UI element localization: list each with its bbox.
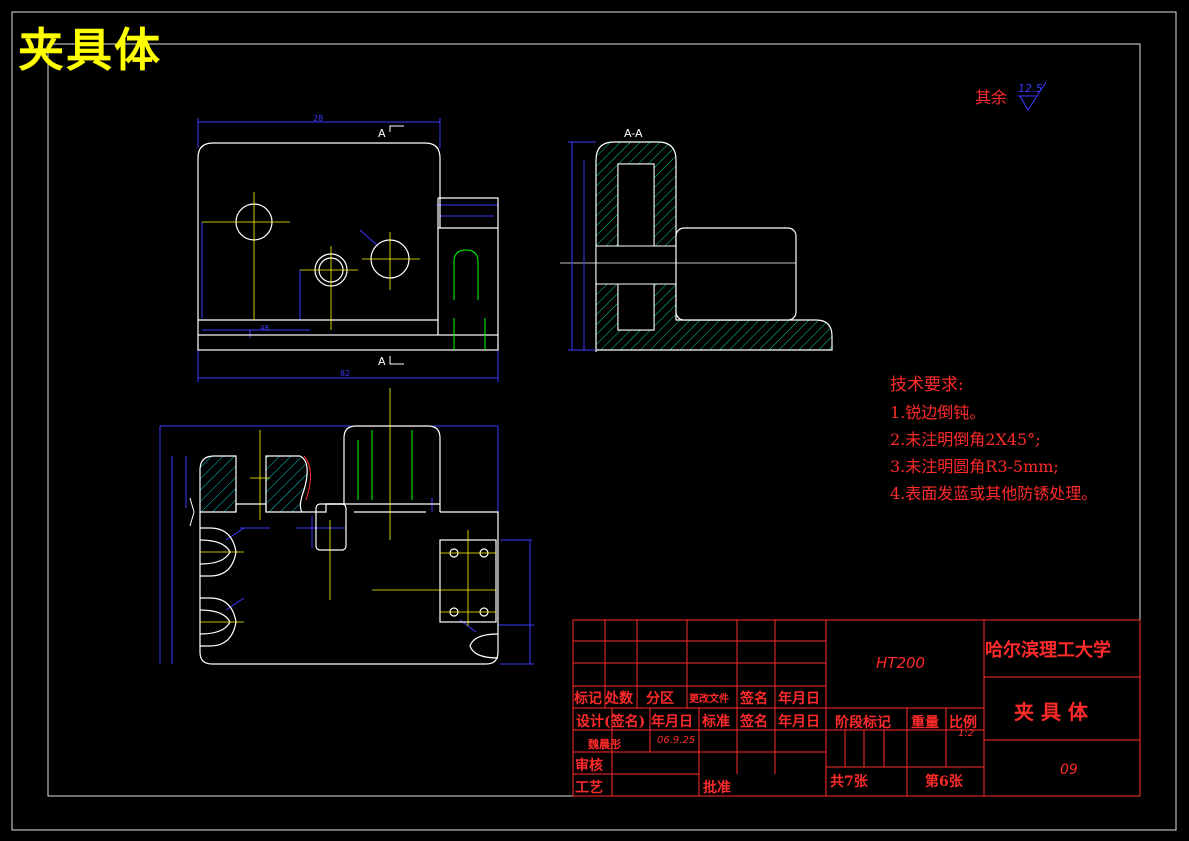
tb-nianyueri2: 年月日	[651, 714, 693, 730]
tb-biaoji: 标记	[574, 691, 602, 707]
tech-item: 4.表面发蓝或其他防锈处理。	[890, 484, 1098, 503]
dim-width-top: 28	[313, 114, 323, 123]
dim-offset: 48	[260, 324, 269, 332]
roughness-value: 12.5	[1018, 82, 1043, 95]
tech-item: 1.锐边倒钝。	[890, 403, 986, 422]
tb-biaozhun: 标准	[702, 714, 730, 730]
cut-mark-top: A	[378, 127, 386, 140]
tb-qianming: 签名	[740, 691, 768, 707]
outer-frame	[11, 11, 1177, 831]
material: HT200	[876, 654, 926, 672]
part-name: 夹 具 体	[1014, 700, 1088, 724]
tb-chushu: 处数	[605, 691, 633, 707]
tb-shenhe: 审核	[575, 758, 603, 774]
tech-requirements: 技术要求: 1.锐边倒钝。 2.未注明倒角2X45°; 3.未注明圆角R3-5m…	[890, 372, 1097, 507]
front-view	[197, 118, 499, 382]
tb-sheji: 设计(签名)	[576, 714, 646, 730]
tb-bili: 比例	[949, 715, 977, 731]
section-label: A-A	[624, 127, 643, 140]
tb-designer: 魏晨彤	[588, 738, 621, 751]
tech-item: 2.未注明倒角2X45°;	[890, 430, 1041, 449]
tech-item: 3.未注明圆角R3-5mm;	[890, 457, 1059, 476]
tb-scale: 1:2	[958, 728, 975, 739]
tb-sheet-no: 第6张	[925, 774, 963, 790]
roughness-label: 其余	[975, 88, 1008, 107]
tb-nianyueri3: 年月日	[778, 714, 820, 730]
drawing-number: 09	[1060, 762, 1078, 778]
tb-gengai: 更改文件	[689, 694, 729, 705]
tb-date: 06.9.25	[657, 735, 696, 746]
tb-total-sheets: 共7张	[830, 774, 868, 790]
top-view	[159, 388, 534, 665]
dim-width-bottom: 82	[340, 369, 350, 378]
cut-mark-bottom: A	[378, 355, 386, 368]
tb-jieduan: 阶段标记	[835, 715, 891, 731]
tb-pizhun: 批准	[703, 780, 731, 796]
tb-nianyueri: 年月日	[778, 691, 820, 707]
tb-zhongliang: 重量	[911, 715, 939, 731]
tb-fenqu: 分区	[646, 691, 674, 707]
section-view	[560, 141, 833, 352]
tb-qianming2: 签名	[740, 714, 768, 730]
title-block-grid	[572, 619, 1141, 797]
tb-gongyi: 工艺	[575, 780, 603, 796]
drawing-title: 夹具体	[18, 23, 162, 77]
roughness-symbol	[1018, 81, 1047, 111]
school-name: 哈尔滨理工大学	[985, 640, 1111, 661]
tech-heading: 技术要求:	[890, 375, 964, 395]
